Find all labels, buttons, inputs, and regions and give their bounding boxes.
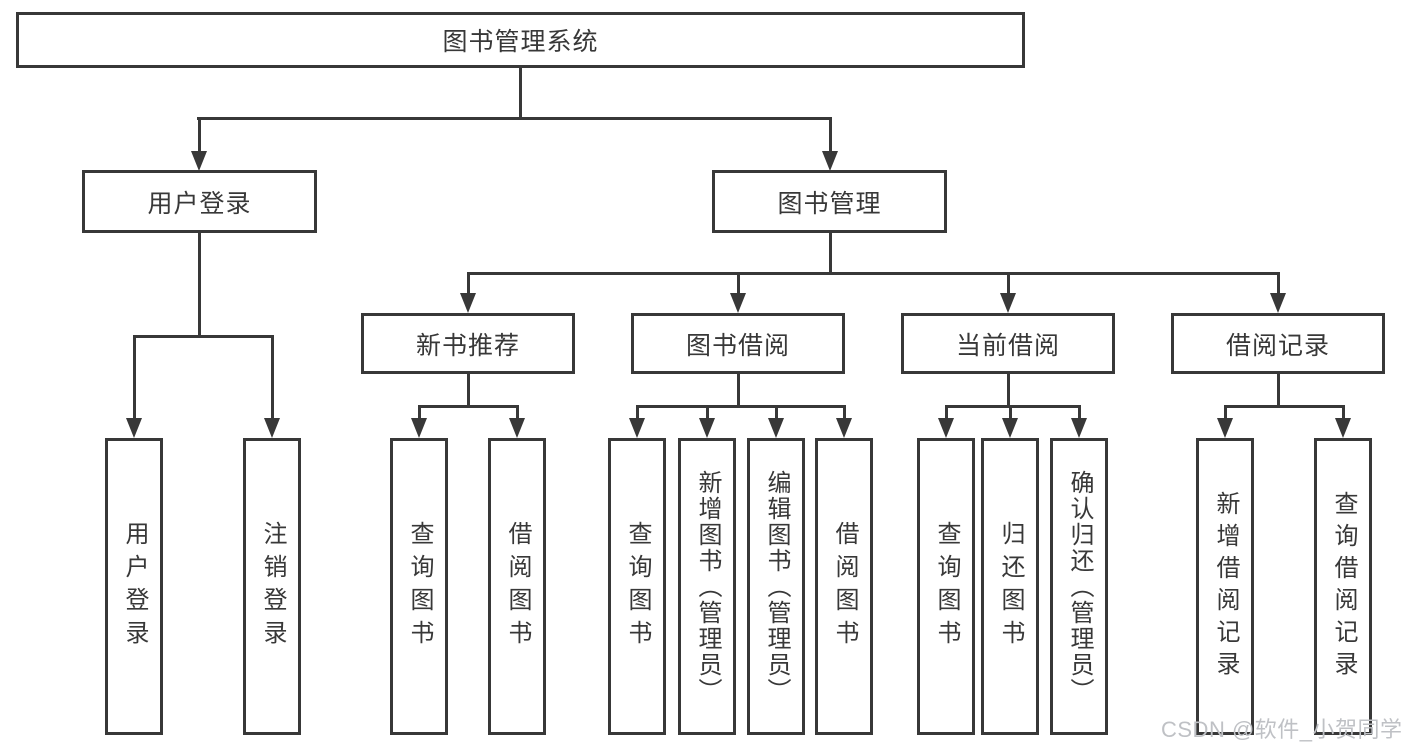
- arrow-down-icon: [938, 418, 954, 438]
- leaf-label: 确认归还（管理员）: [1066, 469, 1093, 704]
- arrow-down-icon: [822, 151, 838, 171]
- connector-rail: [636, 405, 846, 408]
- arrow-down-icon: [191, 151, 207, 171]
- connector-user-login-drop: [198, 233, 201, 338]
- connector-leaf-stub: [843, 405, 846, 420]
- leaf-add-borrow-record: 新增借阅记录: [1196, 438, 1254, 735]
- node-label: 新书推荐: [415, 331, 520, 360]
- connector-leaf-stub: [418, 405, 421, 420]
- arrow-down-icon: [460, 293, 476, 313]
- leaf-logout: 注销登录: [243, 438, 301, 735]
- node-book-management: 图书管理: [712, 170, 947, 233]
- arrow-down-icon: [699, 418, 715, 438]
- connector-leaf-stub: [516, 405, 519, 420]
- leaf-label: 注销登录: [259, 520, 286, 653]
- connector-drop: [1007, 374, 1010, 408]
- node-label: 用户登录: [147, 189, 252, 218]
- connector-drop: [1277, 374, 1280, 408]
- connector-leaf-stub: [775, 405, 778, 420]
- node-borrowing-records: 借阅记录: [1171, 313, 1385, 374]
- connector-root-rail: [197, 117, 831, 120]
- node-label: 图书借阅: [685, 331, 790, 360]
- arrow-down-icon: [629, 418, 645, 438]
- node-new-book-recommendation: 新书推荐: [361, 313, 575, 374]
- arrow-down-icon: [768, 418, 784, 438]
- connector-l3-stub: [467, 272, 470, 295]
- leaf-label: 用户登录: [121, 520, 148, 653]
- leaf-label: 归还图书: [997, 520, 1024, 653]
- node-label: 借阅记录: [1225, 331, 1330, 360]
- connector-leaf-stub: [1342, 405, 1345, 420]
- node-library-management-system: 图书管理系统: [16, 12, 1025, 68]
- arrow-down-icon: [1071, 418, 1087, 438]
- connector-book-mgmt-stub: [829, 117, 832, 153]
- connector-leaf-stub: [945, 405, 948, 420]
- connector-rail: [418, 405, 519, 408]
- node-label: 图书管理系统: [442, 28, 599, 56]
- leaf-confirm-return-admin: 确认归还（管理员）: [1050, 438, 1108, 735]
- connector-user-login-rail: [133, 335, 274, 338]
- leaf-label: 查询图书: [406, 520, 433, 653]
- arrow-down-icon: [836, 418, 852, 438]
- csdn-watermark: CSDN @软件_小贺同学: [1161, 717, 1403, 742]
- arrow-down-icon: [730, 293, 746, 313]
- connector-user-login-stub: [198, 117, 201, 153]
- leaf-query-books-borrowing: 查询图书: [608, 438, 666, 735]
- connector-root-drop: [519, 66, 522, 118]
- leaf-edit-books-admin: 编辑图书（管理员）: [747, 438, 805, 735]
- connector-drop: [467, 374, 470, 408]
- arrow-down-icon: [1335, 418, 1351, 438]
- leaf-label: 借阅图书: [831, 520, 858, 653]
- connector-leaf-stub: [706, 405, 709, 420]
- leaf-label: 借阅图书: [504, 520, 531, 653]
- arrow-down-icon: [264, 418, 280, 438]
- connector-leaf-stub: [1078, 405, 1081, 420]
- connector-l3-stub: [737, 272, 740, 295]
- leaf-user-login: 用户登录: [105, 438, 163, 735]
- arrow-down-icon: [1217, 418, 1233, 438]
- connector-book-mgmt-rail: [467, 272, 1280, 275]
- leaf-add-books-admin: 新增图书（管理员）: [678, 438, 736, 735]
- arrow-down-icon: [1000, 293, 1016, 313]
- node-user-login: 用户登录: [82, 170, 317, 233]
- connector-rail: [945, 405, 1081, 408]
- connector-book-mgmt-drop: [829, 233, 832, 275]
- connector-l3-stub: [1007, 272, 1010, 295]
- node-book-borrowing: 图书借阅: [631, 313, 845, 374]
- connector-leaf-stub: [271, 335, 274, 420]
- leaf-label: 编辑图书（管理员）: [763, 469, 790, 704]
- leaf-label: 查询图书: [933, 520, 960, 653]
- leaf-query-borrow-record: 查询借阅记录: [1314, 438, 1372, 735]
- leaf-query-books-recommend: 查询图书: [390, 438, 448, 735]
- leaf-label: 查询借阅记录: [1330, 490, 1357, 683]
- leaf-borrow-books: 借阅图书: [815, 438, 873, 735]
- leaf-borrow-books-recommend: 借阅图书: [488, 438, 546, 735]
- arrow-down-icon: [411, 418, 427, 438]
- connector-leaf-stub: [636, 405, 639, 420]
- node-label: 图书管理: [777, 189, 882, 218]
- connector-drop: [737, 374, 740, 408]
- leaf-label: 新增借阅记录: [1212, 490, 1239, 683]
- arrow-down-icon: [126, 418, 142, 438]
- connector-leaf-stub: [133, 335, 136, 420]
- connector-l3-stub: [1277, 272, 1280, 295]
- connector-leaf-stub: [1009, 405, 1012, 420]
- connector-leaf-stub: [1224, 405, 1227, 420]
- leaf-query-books-current: 查询图书: [917, 438, 975, 735]
- arrow-down-icon: [1002, 418, 1018, 438]
- leaf-return-books: 归还图书: [981, 438, 1039, 735]
- connector-rail: [1224, 405, 1345, 408]
- arrow-down-icon: [1270, 293, 1286, 313]
- arrow-down-icon: [509, 418, 525, 438]
- leaf-label: 新增图书（管理员）: [694, 469, 721, 704]
- leaf-label: 查询图书: [624, 520, 651, 653]
- node-label: 当前借阅: [955, 331, 1060, 360]
- node-current-borrowing: 当前借阅: [901, 313, 1115, 374]
